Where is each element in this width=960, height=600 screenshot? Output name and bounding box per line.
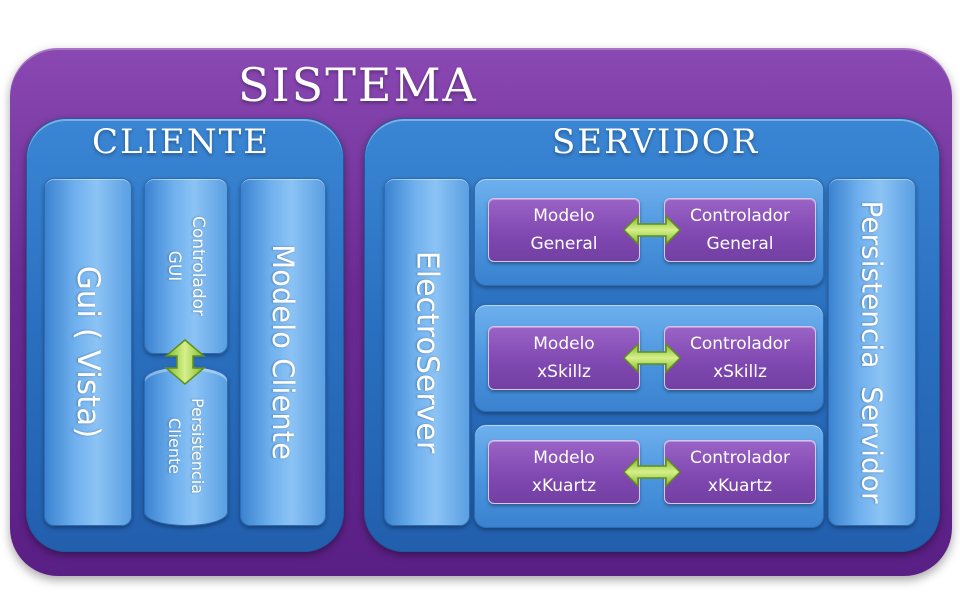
controlador-general-line1: Controlador [689, 206, 791, 226]
electroserver-label: ElectroServer [409, 250, 445, 454]
modelo-xskillz-line2: xSkillz [537, 362, 591, 382]
cliente-title: CLIENTE [92, 122, 271, 162]
vertical-double-arrow-icon [163, 339, 207, 385]
servidor-title: SERVIDOR [552, 122, 760, 162]
modelo-general-box: Modelo General [488, 198, 640, 262]
controlador-xkuartz-line2: xKuartz [707, 476, 773, 496]
persistencia-cliente-cylinder: Persistencia Cliente [144, 366, 228, 526]
controlador-xkuartz-box: Controlador xKuartz [664, 440, 816, 504]
controlador-xskillz-line2: xSkillz [713, 362, 767, 382]
modelo-xskillz-box: Modelo xSkillz [488, 326, 640, 390]
xskillz-double-arrow-icon [622, 342, 682, 374]
modelo-xkuartz-box: Modelo xKuartz [488, 440, 640, 504]
modelo-general-line2: General [530, 234, 598, 254]
controlador-gui-line1: Controlador [188, 215, 208, 317]
sistema-title: SISTEMA [238, 58, 478, 112]
persistencia-cliente-line2: Cliente [165, 417, 184, 475]
controlador-xskillz-box: Controlador xSkillz [664, 326, 816, 390]
controlador-gui-line2: GUI [164, 250, 184, 282]
persistencia-servidor-label: Persistencia Servidor [855, 200, 889, 504]
controlador-general-box: Controlador General [664, 198, 816, 262]
general-double-arrow-icon [622, 214, 682, 246]
persistencia-cliente-label: Persistencia Cliente [163, 398, 209, 494]
controlador-gui-box: Controlador GUI [144, 178, 228, 354]
persistencia-cliente-line1: Persistencia [188, 398, 207, 494]
gui-vista-label: Gui ( Vista) [70, 265, 106, 439]
modelo-xskillz-line1: Modelo [533, 334, 595, 354]
gui-vista-box: Gui ( Vista) [44, 178, 132, 526]
persistencia-servidor-box: Persistencia Servidor [828, 178, 916, 526]
modelo-cliente-label: Modelo Cliente [266, 244, 300, 460]
controlador-general-line2: General [706, 234, 774, 254]
electroserver-box: ElectroServer [384, 178, 470, 526]
modelo-general-line1: Modelo [533, 206, 595, 226]
controlador-gui-label: Controlador GUI [162, 216, 210, 316]
modelo-xkuartz-line2: xKuartz [531, 476, 597, 496]
modelo-xkuartz-line1: Modelo [533, 448, 595, 468]
controlador-xkuartz-line1: Controlador [689, 448, 791, 468]
controlador-xskillz-line1: Controlador [689, 334, 791, 354]
xkuartz-double-arrow-icon [622, 456, 682, 488]
modelo-cliente-box: Modelo Cliente [240, 178, 326, 526]
